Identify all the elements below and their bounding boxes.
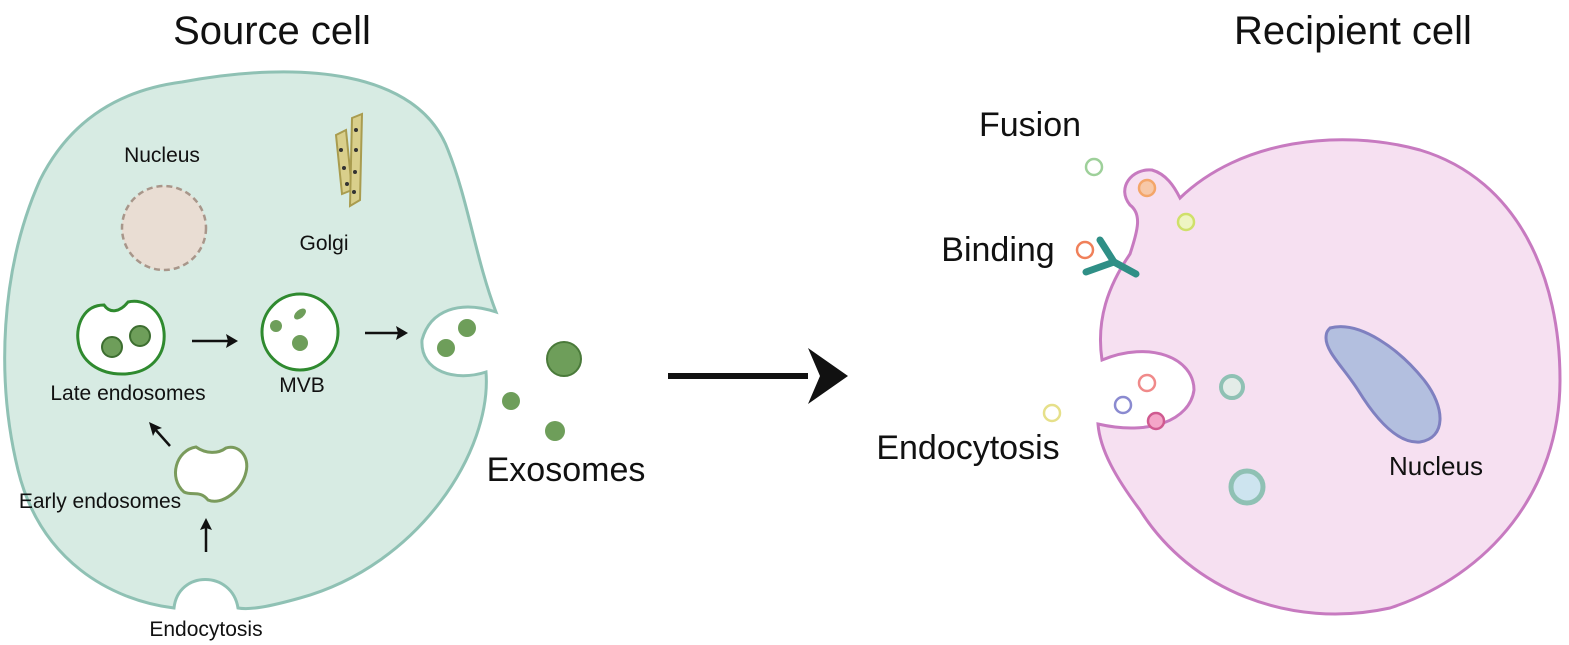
internalized-vesicle: [1113, 395, 1133, 415]
source-endocytosis-label: Endocytosis: [149, 618, 262, 641]
binding-vesicle: [1075, 240, 1095, 260]
recipient-endocytosis-label: Endocytosis: [876, 429, 1059, 467]
fusion-label: Fusion: [979, 106, 1081, 144]
internalized-vesicle: [1137, 373, 1157, 393]
golgi-apparatus: [334, 112, 364, 208]
fusion-vesicle: [1084, 157, 1104, 177]
nucleus-label: Nucleus: [124, 144, 200, 167]
exocytic-vesicle: [437, 339, 455, 357]
receptor-icon: [1082, 236, 1140, 278]
exosome: [502, 392, 520, 410]
golgi-label: Golgi: [299, 232, 348, 255]
cytoplasmic-vesicle: [1219, 374, 1245, 400]
exosome: [546, 341, 582, 377]
arrow-mvb-to-membrane: [365, 326, 408, 340]
late-endosomes-label: Late endosomes: [50, 382, 205, 405]
arrow-endocytosis-to-early: [200, 518, 212, 552]
arrow-early-to-late: [149, 422, 171, 447]
main-transfer-arrow: [668, 348, 848, 404]
late-endosome: [76, 299, 166, 376]
arrow-late-to-mvb: [192, 334, 238, 348]
cytoplasmic-vesicle: [1228, 468, 1266, 506]
exocytic-vesicle: [458, 319, 476, 337]
mvb: [260, 292, 340, 372]
mvb-label: MVB: [279, 374, 325, 397]
internal-vesicle-yellow: [1176, 212, 1196, 232]
recipient-cell-membrane: [1096, 138, 1562, 616]
source-nucleus: [120, 184, 208, 272]
early-endosomes-label: Early endosomes: [19, 490, 181, 513]
exosomes-label: Exosomes: [487, 451, 646, 489]
recipient-cell-title: Recipient cell: [1234, 9, 1472, 53]
recipient-nucleus-label: Nucleus: [1389, 451, 1483, 481]
endocytosis-vesicle: [1042, 403, 1062, 423]
early-endosome: [174, 445, 249, 503]
recipient-nucleus: [1324, 325, 1442, 444]
binding-label: Binding: [941, 231, 1054, 269]
source-cell-title: Source cell: [173, 9, 371, 53]
exosome: [545, 421, 565, 441]
fusing-vesicle: [1137, 178, 1157, 198]
internalized-vesicle: [1146, 411, 1166, 431]
